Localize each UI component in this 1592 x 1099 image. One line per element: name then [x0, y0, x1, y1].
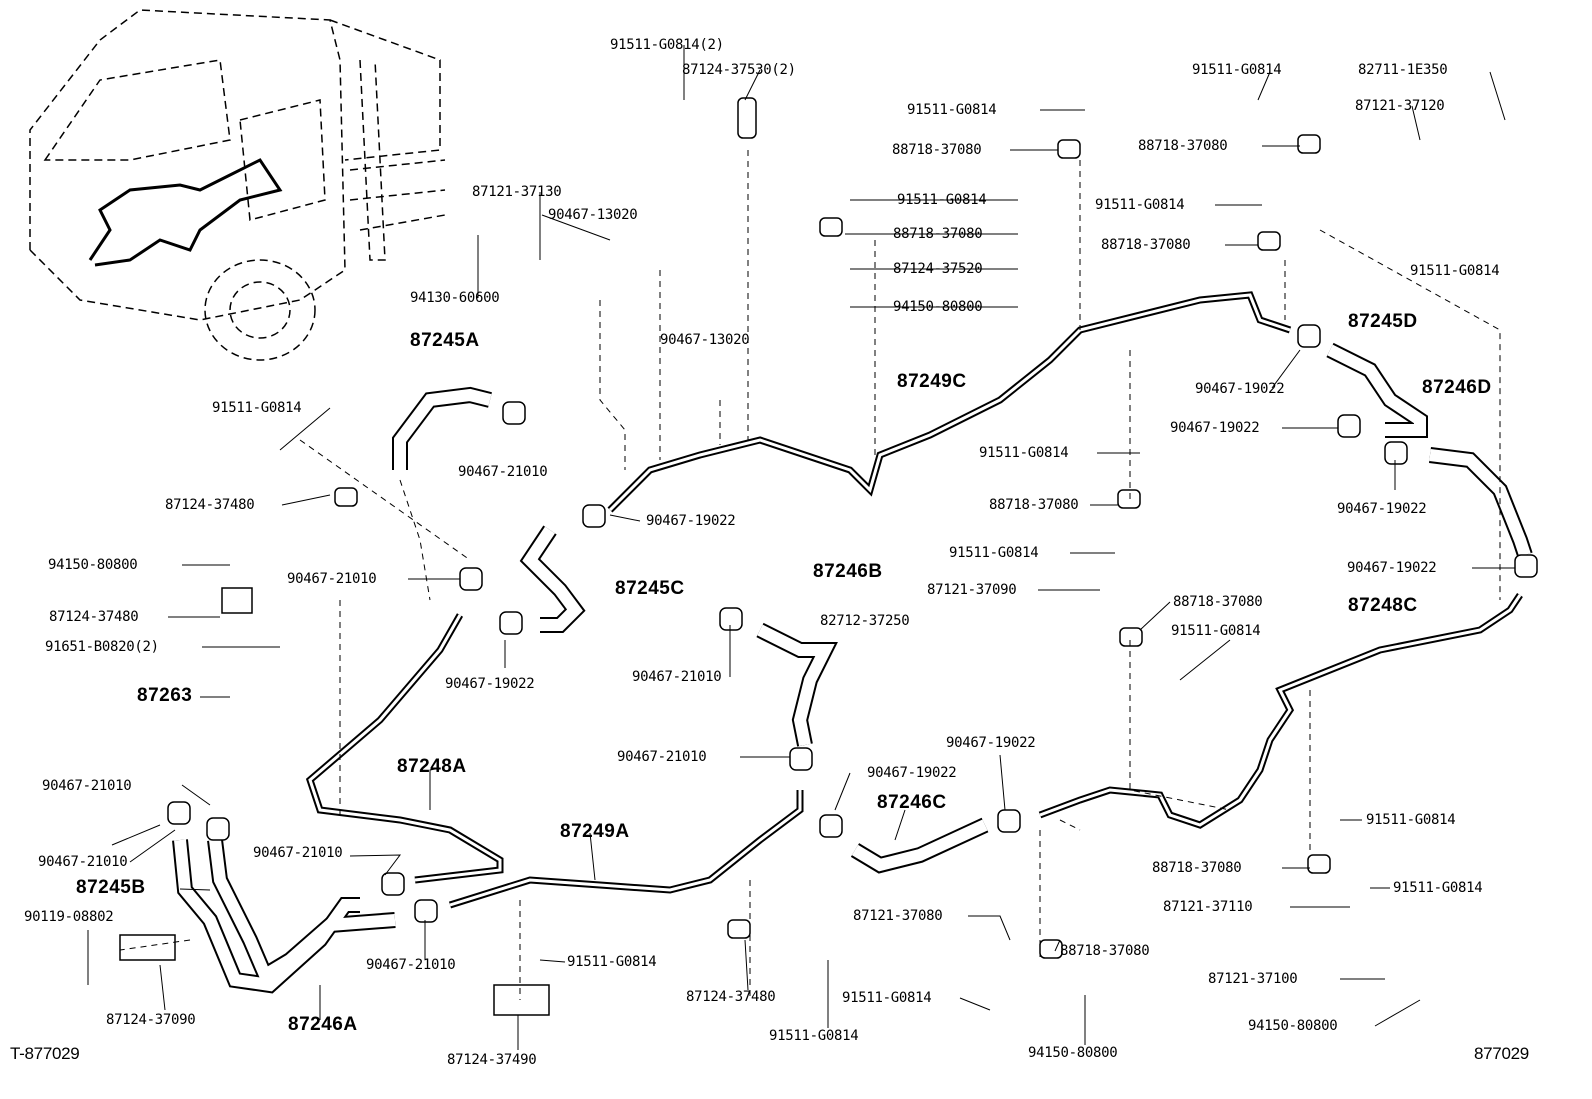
part-label: 91511-G0814 [897, 192, 987, 208]
part-label: 91511-G0814 [907, 102, 997, 118]
pipe-87249c [607, 291, 1292, 513]
part-label: 94150-80800 [893, 299, 983, 315]
part-label: 90467-21010 [38, 854, 128, 870]
part-label: 90119-08802 [24, 909, 114, 925]
assembly-label: 87245A [410, 330, 480, 351]
leader-lines [87, 45, 1515, 1050]
hose-87245a [392, 386, 492, 470]
part-label: 88718-37080 [989, 497, 1079, 513]
assembly-label: 87246C [877, 792, 947, 813]
part-label: 88718-37080 [892, 142, 982, 158]
figure-code-left: T-877029 [10, 1044, 80, 1063]
part-label: 91511-G0814 [1393, 880, 1483, 896]
part-label: 91651-B0820(2) [45, 639, 159, 655]
hose-87245c-inner [522, 526, 583, 631]
part-label: 91511-G0814 [1192, 62, 1282, 78]
part-label: 90467-21010 [458, 464, 548, 480]
part-label: 88718-37080 [1060, 943, 1150, 959]
part-label: 90467-21010 [42, 778, 132, 794]
part-label: 87124-37480 [49, 609, 139, 625]
pipe-87248a [305, 613, 504, 884]
part-label: 94130-60600 [410, 290, 500, 306]
part-label: 90467-19022 [867, 765, 957, 781]
figure-code-right: 877029 [1474, 1044, 1529, 1063]
assembly-label: 87249A [560, 821, 630, 842]
part-label: 91511-G0814 [842, 990, 932, 1006]
part-label: 91511-G0814(2) [610, 37, 724, 53]
part-label: 87124-37490 [447, 1052, 537, 1068]
part-label: 88718-37080 [1101, 237, 1191, 253]
pipe-87249a-inner [449, 790, 802, 907]
part-label: 91511-G0814 [979, 445, 1069, 461]
part-label: 87124-37520 [893, 261, 983, 277]
assembly-label: 87248A [397, 756, 467, 777]
part-label: 90467-19022 [1170, 420, 1260, 436]
part-label: 87124-37480 [165, 497, 255, 513]
part-label: 91511-G0814 [769, 1028, 859, 1044]
part-label: 91511-G0814 [949, 545, 1039, 561]
part-label: 91511-G0814 [1366, 812, 1456, 828]
assembly-label: 87246A [288, 1014, 358, 1035]
hose-clamps [119, 97, 1538, 1016]
assembly-label: 87245D [1348, 311, 1418, 332]
hose-87245b-87246a-inner [174, 839, 396, 992]
part-label: 87121-37120 [1355, 98, 1445, 114]
part-label: 94150-80800 [1248, 1018, 1338, 1034]
assembly-label: 87249C [897, 371, 967, 392]
part-label: 87121-37130 [472, 184, 562, 200]
part-label: 82712-37250 [820, 613, 910, 629]
part-label: 90467-19022 [445, 676, 535, 692]
assembly-label: 87263 [137, 685, 193, 706]
assembly-label: 87248C [1348, 595, 1418, 616]
hose-87245a-inner [394, 388, 492, 470]
part-label: 90467-13020 [548, 207, 638, 223]
pipe-87249c-inner [608, 293, 1291, 512]
part-label: 87121-37110 [1163, 899, 1253, 915]
part-label: 90467-19022 [1195, 381, 1285, 397]
hose-87246c-inner [851, 819, 988, 872]
pipe-87248a-inner [308, 614, 502, 882]
part-label: 91511-G0814 [212, 400, 302, 416]
part-label: 88718-37080 [893, 226, 983, 242]
part-label: 87124-37530(2) [682, 62, 796, 78]
part-label: 90467-21010 [253, 845, 343, 861]
hose-87246b-inner [757, 624, 835, 747]
part-label: 90467-19022 [1347, 560, 1437, 576]
part-label: 87124-37090 [106, 1012, 196, 1028]
part-label: 94150-80800 [48, 557, 138, 573]
hose-87246d-inner [1429, 449, 1531, 557]
part-label: 82711-1E350 [1358, 62, 1448, 78]
assembly-label: 87246B [813, 561, 883, 582]
part-label: 87121-37090 [927, 582, 1017, 598]
part-label: 91511-G0814 [567, 954, 657, 970]
assembly-label: 87245C [615, 578, 685, 599]
part-label: 90467-21010 [287, 571, 377, 587]
part-label: 90467-13020 [660, 332, 750, 348]
part-label: 90467-21010 [617, 749, 707, 765]
pipe-87248c-inner [1039, 594, 1522, 827]
part-label: 91511-G0814 [1171, 623, 1261, 639]
part-label: 90467-19022 [1337, 501, 1427, 517]
truck-wiring [88, 158, 283, 267]
part-label: 90467-19022 [646, 513, 736, 529]
part-label: 91511-G0814 [1095, 197, 1185, 213]
part-label: 94150-80800 [1028, 1045, 1118, 1061]
part-label: 88718-37080 [1138, 138, 1228, 154]
truck-illustration [29, 9, 446, 361]
part-label: 91511-G0814 [1410, 263, 1500, 279]
dashed-leaders [119, 150, 1501, 1000]
part-label: 88718-37080 [1173, 594, 1263, 610]
part-label: 87121-37080 [853, 908, 943, 924]
assembly-label: 87246D [1422, 377, 1492, 398]
part-label: 87124-37480 [686, 989, 776, 1005]
part-label: 90467-21010 [632, 669, 722, 685]
assembly-label: 87245B [76, 877, 146, 898]
hose-87245d-inner [1327, 344, 1426, 436]
part-label: 88718-37080 [1152, 860, 1242, 876]
part-label: 90467-19022 [946, 735, 1036, 751]
part-label: 90467-21010 [366, 957, 456, 973]
part-label: 87121-37100 [1208, 971, 1298, 987]
